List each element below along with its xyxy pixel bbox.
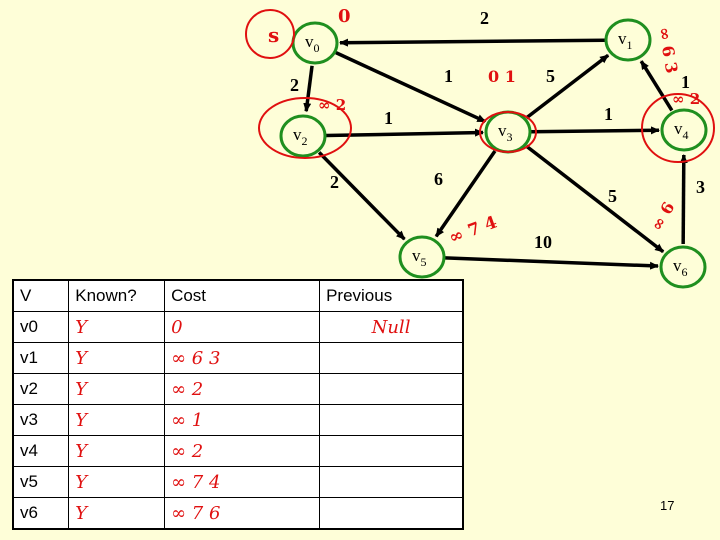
cell-vertex: v2 bbox=[12, 373, 70, 405]
node-v4: v4 bbox=[660, 108, 708, 152]
cell-previous bbox=[319, 342, 464, 374]
node-v0: v0 bbox=[291, 21, 339, 65]
node-v3: v3 bbox=[484, 110, 532, 154]
table-header-row: V Known? Cost Previous bbox=[12, 279, 464, 312]
table-row: v4 Y ∞ 2 bbox=[12, 435, 464, 467]
node-v5: v5 bbox=[398, 235, 446, 279]
header-cost: Cost bbox=[164, 279, 321, 312]
v0-annotation: 0 bbox=[338, 6, 351, 27]
edge-weight-v4-v1: 1 bbox=[681, 72, 690, 92]
edge-v2-v3 bbox=[325, 128, 485, 138]
edge-v4-v1 bbox=[639, 60, 674, 112]
header-known: Known? bbox=[68, 279, 166, 312]
cell-known: Y bbox=[68, 497, 166, 530]
cell-cost: ∞ 6 3 bbox=[164, 342, 321, 374]
header-previous: Previous bbox=[319, 279, 464, 312]
cell-known: Y bbox=[68, 466, 166, 498]
dijkstra-table: V Known? Cost Previous v0 Y 0 Null v1 Y … bbox=[12, 279, 464, 530]
edge-weight-v6-v4: 3 bbox=[696, 177, 705, 197]
edge-v0-v3 bbox=[335, 51, 487, 124]
v2-annotation: ∞ 2 bbox=[318, 96, 346, 114]
edge-weight-v3-v6: 5 bbox=[608, 186, 617, 206]
table-row: v0 Y 0 Null bbox=[12, 311, 464, 343]
cell-previous bbox=[319, 435, 464, 467]
cell-previous bbox=[319, 373, 464, 405]
edge-weight-v0-v3: 1 bbox=[444, 66, 453, 86]
edge-weight-v3-v4: 1 bbox=[604, 104, 613, 124]
cell-known: Y bbox=[68, 373, 166, 405]
cell-known: Y bbox=[68, 404, 166, 436]
edge-v3-v1 bbox=[525, 53, 610, 120]
table-row: v2 Y ∞ 2 bbox=[12, 373, 464, 405]
edge-weight-v2-v5: 2 bbox=[330, 172, 339, 192]
edges: 2 1 2 5 1 1 1 2 6 5 10 3 bbox=[290, 8, 705, 270]
edge-v2-v5 bbox=[317, 151, 406, 241]
table-row: v5 Y ∞ 7 4 bbox=[12, 466, 464, 498]
v2-circle bbox=[258, 97, 352, 159]
edge-v6-v4 bbox=[679, 153, 688, 245]
nodes: v0 v1 v2 v3 v4 v5 v6 bbox=[279, 18, 708, 289]
edge-weight-v3-v1: 5 bbox=[546, 66, 555, 86]
node-v1: v1 bbox=[604, 18, 652, 62]
v1-annotation: ∞ 6 3 bbox=[655, 26, 682, 75]
cell-cost: ∞ 7 4 bbox=[164, 466, 321, 498]
cell-known: Y bbox=[68, 311, 166, 343]
edge-v1-v0 bbox=[338, 38, 606, 47]
edge-v3-v5 bbox=[434, 149, 497, 238]
slide-number: 17 bbox=[660, 498, 675, 513]
cell-known: Y bbox=[68, 435, 166, 467]
v3-annotation: 0 1 bbox=[488, 67, 516, 86]
cell-previous bbox=[319, 404, 464, 436]
edge-v5-v6 bbox=[444, 256, 660, 270]
cell-vertex: v3 bbox=[12, 404, 70, 436]
start-mark: s bbox=[268, 23, 279, 47]
edge-weight-v5-v6: 10 bbox=[534, 232, 552, 252]
cell-previous bbox=[319, 497, 464, 530]
edge-v3-v4 bbox=[530, 126, 661, 135]
handwritten-annotations: s 0 ∞ 6 3 ∞ 2 0 1 ∞ 2 ∞ 7 4 ∞ 6 bbox=[245, 6, 715, 248]
cell-previous: Null bbox=[319, 311, 464, 343]
cell-vertex: v4 bbox=[12, 435, 70, 467]
edge-v3-v6 bbox=[525, 144, 665, 254]
edge-weight-v1-v0: 2 bbox=[480, 8, 489, 28]
table-row: v3 Y ∞ 1 bbox=[12, 404, 464, 436]
cell-vertex: v0 bbox=[12, 311, 70, 343]
edge-weight-v2-v3: 1 bbox=[384, 108, 393, 128]
edge-v0-v2 bbox=[303, 65, 314, 113]
edge-weight-v0-v2: 2 bbox=[290, 75, 299, 95]
cell-vertex: v1 bbox=[12, 342, 70, 374]
table-row: v1 Y ∞ 6 3 bbox=[12, 342, 464, 374]
cell-cost: ∞ 1 bbox=[164, 404, 321, 436]
cell-vertex: v6 bbox=[12, 497, 70, 530]
edge-weight-v3-v5: 6 bbox=[434, 169, 443, 189]
v3-circle bbox=[479, 111, 537, 153]
v6-annotation: ∞ 6 bbox=[647, 199, 678, 235]
cell-cost: ∞ 2 bbox=[164, 373, 321, 405]
node-v6: v6 bbox=[659, 245, 707, 289]
start-node-circle bbox=[245, 9, 295, 59]
v4-circle bbox=[641, 93, 715, 163]
cell-known: Y bbox=[68, 342, 166, 374]
table-row: v6 Y ∞ 7 6 bbox=[12, 497, 464, 530]
header-v: V bbox=[12, 279, 70, 312]
node-v2: v2 bbox=[279, 114, 327, 158]
cell-cost: ∞ 7 6 bbox=[164, 497, 321, 530]
v4-annotation: ∞ 2 bbox=[672, 90, 700, 108]
cell-cost: 0 bbox=[164, 311, 321, 343]
cell-cost: ∞ 2 bbox=[164, 435, 321, 467]
cell-vertex: v5 bbox=[12, 466, 70, 498]
cell-previous bbox=[319, 466, 464, 498]
v5-annotation: ∞ 7 4 bbox=[446, 212, 500, 248]
